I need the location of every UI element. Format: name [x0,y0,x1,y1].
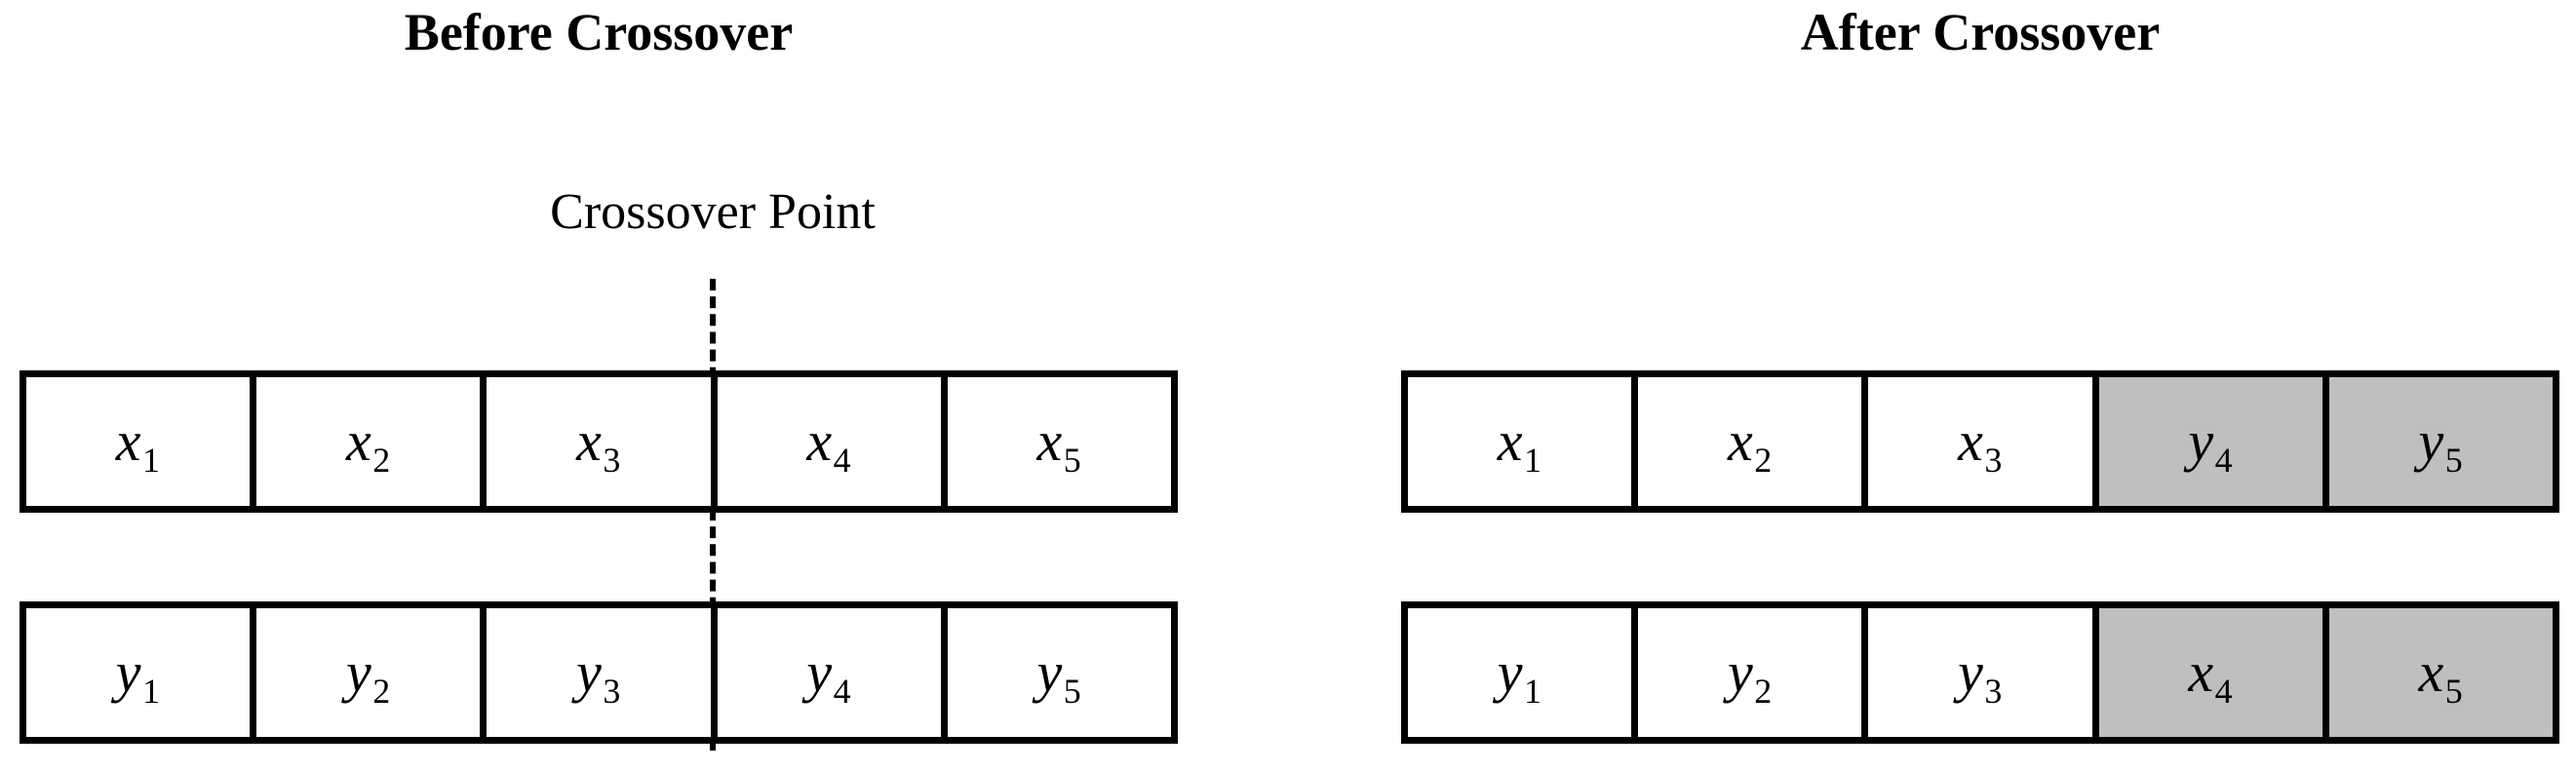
gene-subscript: 2 [1754,440,1773,480]
gene-cell: x4 [717,377,948,506]
before-crossover-title: Before Crossover [404,3,794,61]
gene-label: x2 [345,409,391,480]
gene-cell: y2 [1638,608,1869,737]
gene-label: x5 [2418,640,2464,711]
after-crossover-title: After Crossover [1800,3,2161,61]
gene-cell: y3 [487,608,718,737]
gene-cell: y1 [1408,608,1639,737]
gene-label: y2 [1727,640,1773,711]
gene-label: x1 [115,409,161,480]
gene-label: y1 [1497,640,1542,711]
gene-cell: y5 [2328,377,2554,506]
gene-cell: x5 [2328,608,2554,737]
gene-subscript: 4 [2214,671,2234,711]
chromosome-parent-1: x1 x2 x3 x4 x5 [20,370,1178,513]
gene-label: y3 [576,640,621,711]
gene-cell: x3 [1868,377,2099,506]
gene-cell: y4 [2098,377,2329,506]
gene-label: y1 [115,640,161,711]
gene-cell: x3 [487,377,718,506]
gene-label: y5 [1036,640,1082,711]
chromosome-offspring-1: x1 x2 x3 y4 y5 [1401,370,2559,513]
gene-cell: y4 [717,608,948,737]
gene-subscript: 3 [1984,440,2003,480]
gene-cell: x1 [1408,377,1639,506]
gene-subscript: 5 [2444,440,2464,480]
gene-cell: y5 [947,608,1172,737]
gene-subscript: 5 [1063,671,1082,711]
gene-cell: x4 [2098,608,2329,737]
gene-subscript: 4 [833,671,852,711]
gene-subscript: 4 [833,440,852,480]
gene-label: x3 [576,409,621,480]
crossover-point-dashed-line [710,279,716,751]
gene-subscript: 3 [603,440,621,480]
gene-subscript: 1 [141,671,161,711]
gene-subscript: 5 [1063,440,1082,480]
gene-label: x5 [1036,409,1082,480]
gene-subscript: 1 [1523,440,1542,480]
gene-subscript: 2 [1754,671,1773,711]
gene-cell: y3 [1868,608,2099,737]
gene-label: y3 [1958,640,2003,711]
gene-subscript: 5 [2444,671,2464,711]
gene-cell: x2 [1638,377,1869,506]
gene-label: y4 [806,640,852,711]
gene-cell: x5 [947,377,1172,506]
gene-label: x4 [2188,640,2234,711]
gene-label: x2 [1727,409,1773,480]
gene-label: y5 [2418,409,2464,480]
gene-subscript: 2 [372,671,391,711]
gene-label: y4 [2188,409,2234,480]
gene-subscript: 3 [603,671,621,711]
gene-subscript: 1 [1523,671,1542,711]
gene-cell: x2 [256,377,488,506]
gene-label: x3 [1958,409,2003,480]
gene-label: x1 [1497,409,1542,480]
gene-subscript: 4 [2214,440,2234,480]
gene-label: y2 [345,640,391,711]
gene-cell: y1 [26,608,257,737]
chromosome-offspring-2: y1 y2 y3 x4 x5 [1401,601,2559,744]
crossover-point-label: Crossover Point [550,184,876,240]
gene-subscript: 3 [1984,671,2003,711]
gene-label: x4 [806,409,852,480]
gene-cell: y2 [256,608,488,737]
gene-cell: x1 [26,377,257,506]
chromosome-parent-2: y1 y2 y3 y4 y5 [20,601,1178,744]
gene-subscript: 1 [141,440,161,480]
gene-subscript: 2 [372,440,391,480]
